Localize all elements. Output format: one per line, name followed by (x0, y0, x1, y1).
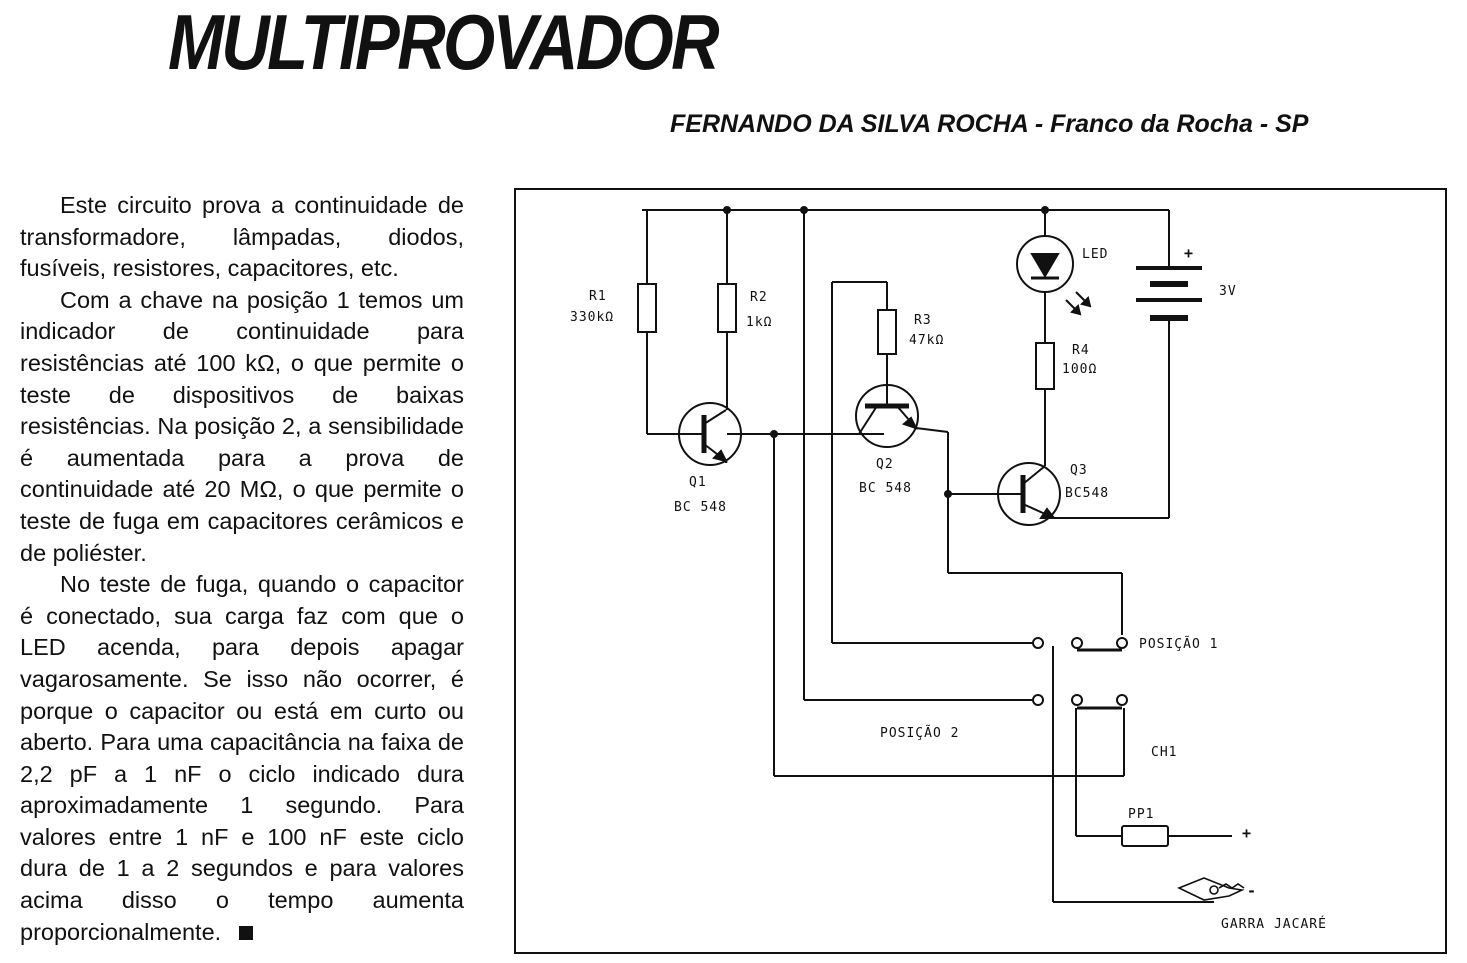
pp1-probe (1121, 825, 1169, 847)
circuit-schematic: R1 330kΩ R2 1kΩ R3 47kΩ R4 100Ω LED + 3V… (514, 188, 1447, 954)
q3-label: Q3 (1070, 463, 1088, 478)
q2-transistor (855, 384, 919, 448)
r2-label: R2 (750, 290, 768, 305)
alligator-clip-label: GARRA JACARÉ (1221, 916, 1327, 932)
q3-transistor (997, 462, 1061, 526)
led-label: LED (1082, 247, 1108, 262)
alligator-clip (1177, 877, 1245, 901)
article-title: MULTIPROVADOR (168, 0, 720, 86)
r3-value: 47kΩ (909, 333, 944, 348)
q1-label: Q1 (689, 475, 707, 490)
r1-value: 330kΩ (570, 310, 614, 325)
paragraph-3-text: No teste de fuga, quando o capacitor é c… (20, 571, 464, 945)
clip-minus-label: - (1247, 882, 1256, 900)
r4-resistor (1035, 342, 1055, 390)
q3-type: BC548 (1065, 486, 1109, 501)
r1-label: R1 (589, 289, 607, 304)
r4-label: R4 (1072, 343, 1090, 358)
led-diode (1016, 235, 1092, 316)
ch1-label: CH1 (1151, 745, 1177, 760)
paragraph-2: Com a chave na posição 1 temos um indica… (20, 286, 464, 566)
q2-label: Q2 (876, 457, 894, 472)
r2-value: 1kΩ (746, 315, 772, 330)
end-of-article-mark (239, 926, 254, 941)
article-body: Este circuito prova a continuidade de tr… (20, 190, 464, 948)
schematic-frame (514, 188, 1447, 954)
paragraph-3: No teste de fuga, quando o capacitor é c… (20, 569, 464, 948)
position-2-label: POSIÇÃO 2 (880, 725, 959, 741)
paragraph-1: Este circuito prova a continuidade de tr… (20, 192, 464, 282)
battery-voltage-label: 3V (1219, 284, 1237, 299)
q2-type: BC 548 (859, 481, 912, 496)
junction-dots (723, 206, 1049, 498)
battery-plus-label: + (1184, 244, 1193, 262)
battery-3v (1136, 266, 1202, 321)
r4-value: 100Ω (1062, 362, 1097, 377)
r1-resistor (637, 283, 657, 333)
ch1-switch (1032, 637, 1128, 902)
q1-type: BC 548 (674, 500, 727, 515)
article-author: FERNANDO DA SILVA ROCHA - Franco da Roch… (670, 110, 1309, 138)
position-1-label: POSIÇÃO 1 (1139, 636, 1218, 652)
r2-resistor (717, 283, 737, 333)
pp1-label: PP1 (1128, 807, 1154, 822)
probe-plus-label: + (1242, 824, 1251, 842)
r3-resistor (877, 309, 897, 355)
r3-label: R3 (914, 313, 932, 328)
